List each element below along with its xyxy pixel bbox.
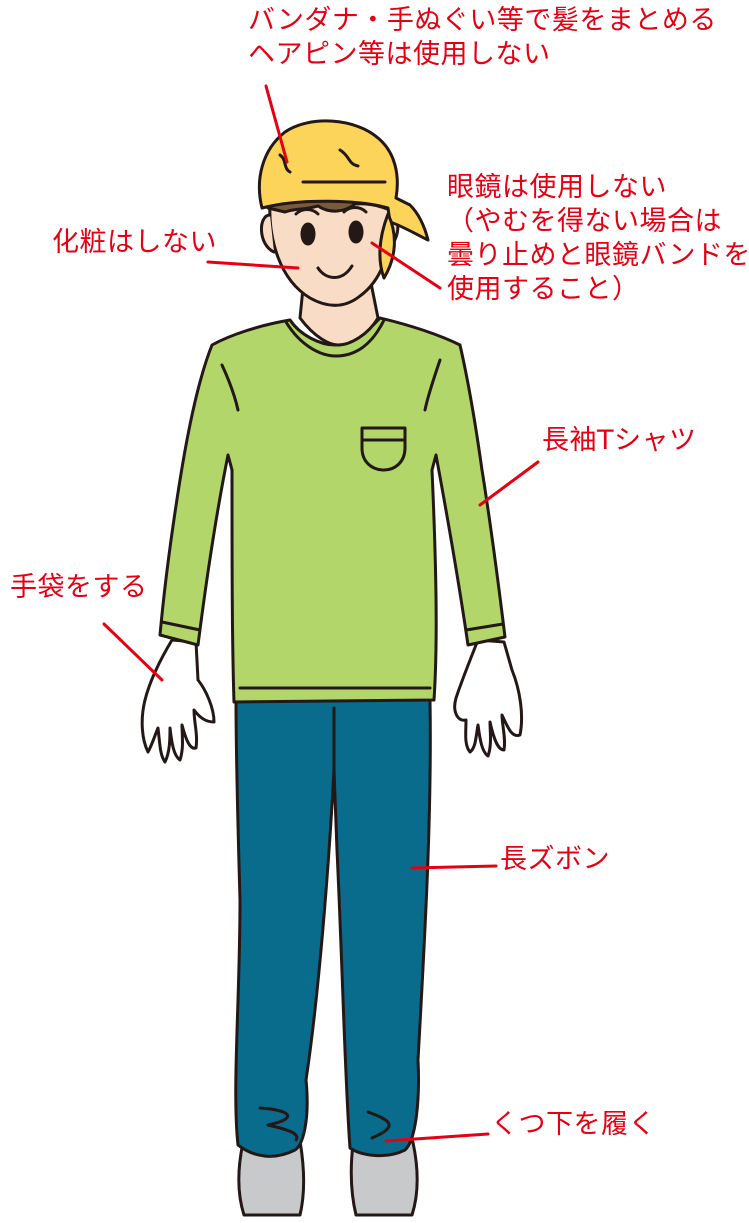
bandana — [257, 119, 430, 242]
pants-cuff-left — [258, 1106, 299, 1142]
bandana-fold-3 — [338, 148, 360, 168]
right-eyebrow — [342, 206, 368, 214]
mouth — [316, 264, 354, 279]
shirt-sleeve-crease-left — [220, 363, 240, 412]
left-ear — [260, 213, 276, 254]
label-long-sleeve-shirt: 長袖Tシャツ — [542, 425, 697, 456]
left-glove — [140, 638, 216, 764]
left-eyebrow — [294, 208, 320, 216]
leader-shirt — [478, 460, 540, 507]
left-eye — [300, 222, 316, 246]
leader-glasses — [370, 241, 442, 290]
shirt — [158, 316, 507, 704]
shirt-pocket — [360, 426, 407, 472]
label-hair-bandana: バンダナ・手ぬぐい等で髪をまとめる ヘアピン等は使用しない — [248, 5, 717, 70]
label-long-pants: 長ズボン — [500, 844, 610, 875]
label-wear-gloves: 手袋をする — [10, 572, 148, 603]
pants — [234, 698, 432, 1158]
shirt-sleeve-crease-right — [423, 358, 442, 412]
label-no-makeup: 化粧はしない — [52, 227, 217, 258]
leader-gloves — [102, 622, 164, 682]
leader-hair — [264, 84, 289, 164]
leader-socks — [384, 1132, 490, 1143]
leader-makeup — [206, 260, 300, 270]
right-cuff-line — [464, 622, 505, 632]
leader-lines — [102, 84, 540, 1143]
shirt-collar — [284, 318, 386, 358]
pants-cuff-right — [366, 1110, 391, 1140]
leader-pants — [410, 864, 498, 870]
label-no-glasses: 眼鏡は使用しない （やむを得ない場合は 曇り止めと眼鏡バンドを 使用すること） — [447, 172, 749, 305]
right-glove — [453, 638, 524, 758]
bandana-fold-2 — [278, 153, 292, 174]
left-cuff-line — [160, 620, 202, 632]
bandana-tail — [378, 212, 396, 280]
label-wear-socks: くつ下を履く — [491, 1109, 656, 1140]
right-eye — [348, 220, 364, 244]
